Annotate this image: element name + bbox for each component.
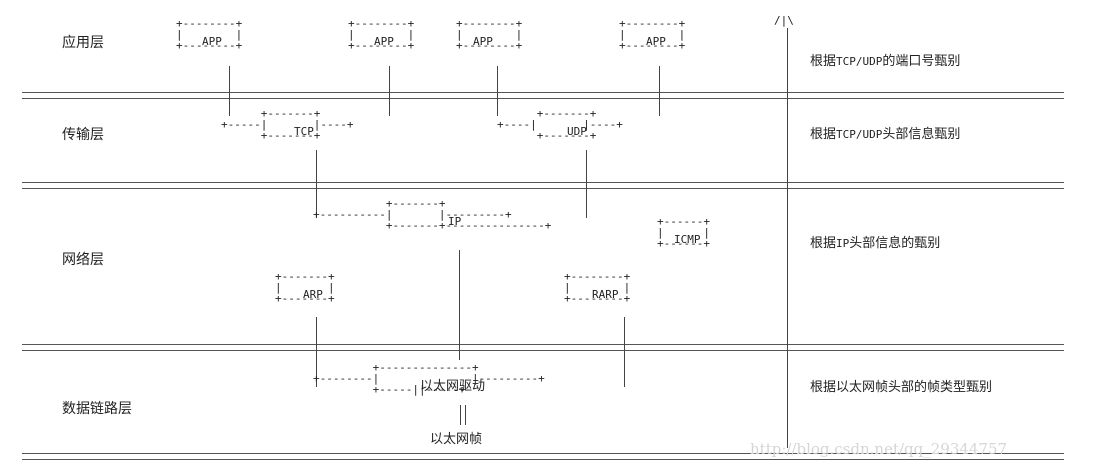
ethernet-driver-label: 以太网驱动 — [420, 379, 486, 394]
app-box-2: +--------+ | | +--------+ — [348, 17, 415, 52]
link-frame-left — [460, 405, 461, 425]
app-box-3: +--------+ | | +--------+ — [456, 17, 523, 52]
note-transport: 根据TCP/UDP头部信息甄别 — [810, 127, 961, 142]
link-app2-down — [389, 66, 390, 116]
app-box-4: +--------+ | | +--------+ — [619, 17, 686, 52]
link-rarp-down — [624, 317, 625, 387]
udp-box: +-------+ +----| |----+ +-------+ — [497, 107, 623, 142]
layer-label-network: 网络层 — [62, 252, 104, 268]
watermark-text: http://blog.csdn.net/qq_29344757 — [750, 440, 1008, 458]
rarp-box: +--------+ | | +--------+ — [564, 270, 631, 305]
tcp-box-label: TCP — [294, 125, 314, 138]
ip-box: +-------+ +----------| |---------+ +----… — [313, 197, 552, 232]
link-app1-down — [229, 66, 230, 116]
app-box-1-label: APP — [202, 35, 222, 48]
note-application: 根据TCP/UDP的端口号甄别 — [810, 54, 961, 69]
app-box-4-label: APP — [646, 35, 666, 48]
link-udp-down — [586, 150, 587, 218]
note-datalink: 根据以太网帧头部的帧类型甄别 — [810, 380, 993, 395]
link-ip-down — [459, 250, 460, 360]
separator-app-transport — [22, 92, 1064, 99]
rarp-box-label: RARP — [592, 288, 619, 301]
ethernet-frame-label: 以太网帧 — [430, 432, 483, 447]
icmp-box: +------+ | | +------+ — [657, 215, 710, 250]
arp-box: +-------+ | | +-------+ — [275, 270, 335, 305]
separator-bottom — [22, 453, 1064, 460]
icmp-box-label: ICMP — [674, 233, 701, 246]
layer-label-application: 应用层 — [62, 35, 104, 51]
separator-transport-network — [22, 182, 1064, 189]
app-box-1: +--------+ | | +--------+ — [176, 17, 243, 52]
arp-box-label: ARP — [303, 288, 323, 301]
demux-axis-line — [787, 28, 788, 448]
app-box-2-label: APP — [374, 35, 394, 48]
app-box-3-label: APP — [473, 35, 493, 48]
link-arp-down — [316, 317, 317, 387]
layer-label-datalink: 数据链路层 — [62, 401, 132, 417]
udp-box-label: UDP — [567, 125, 587, 138]
link-app3-down — [497, 66, 498, 116]
separator-network-datalink — [22, 344, 1064, 351]
link-tcp-down — [316, 150, 317, 218]
ip-box-label: IP — [448, 215, 462, 228]
note-network: 根据IP头部信息的甄别 — [810, 236, 941, 251]
link-app4-down — [659, 66, 660, 116]
link-frame-right — [465, 405, 466, 425]
layer-label-transport: 传输层 — [62, 127, 104, 143]
tcp-box: +-------+ +-----| |----+ +-------+ — [221, 107, 354, 142]
ethernet-driver-box: +--------------+ +--------| |---------+ … — [313, 361, 545, 396]
up-arrow-glyph: /|\ — [774, 14, 794, 27]
